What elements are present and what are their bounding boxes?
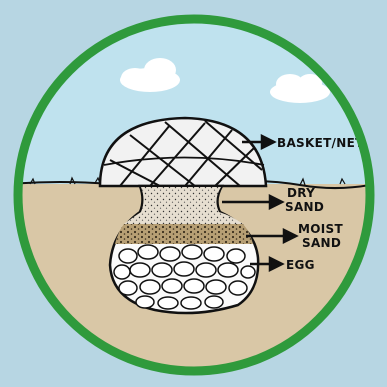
label-dry: DRY bbox=[287, 186, 315, 200]
label-moist: MOIST bbox=[298, 222, 343, 236]
label-egg: EGG bbox=[286, 258, 315, 272]
label-dry-sand: SAND bbox=[285, 200, 324, 214]
label-moist-sand: SAND bbox=[302, 236, 341, 250]
moist-sand-texture bbox=[115, 224, 253, 244]
label-basket-net: BASKET/NET bbox=[277, 136, 364, 150]
